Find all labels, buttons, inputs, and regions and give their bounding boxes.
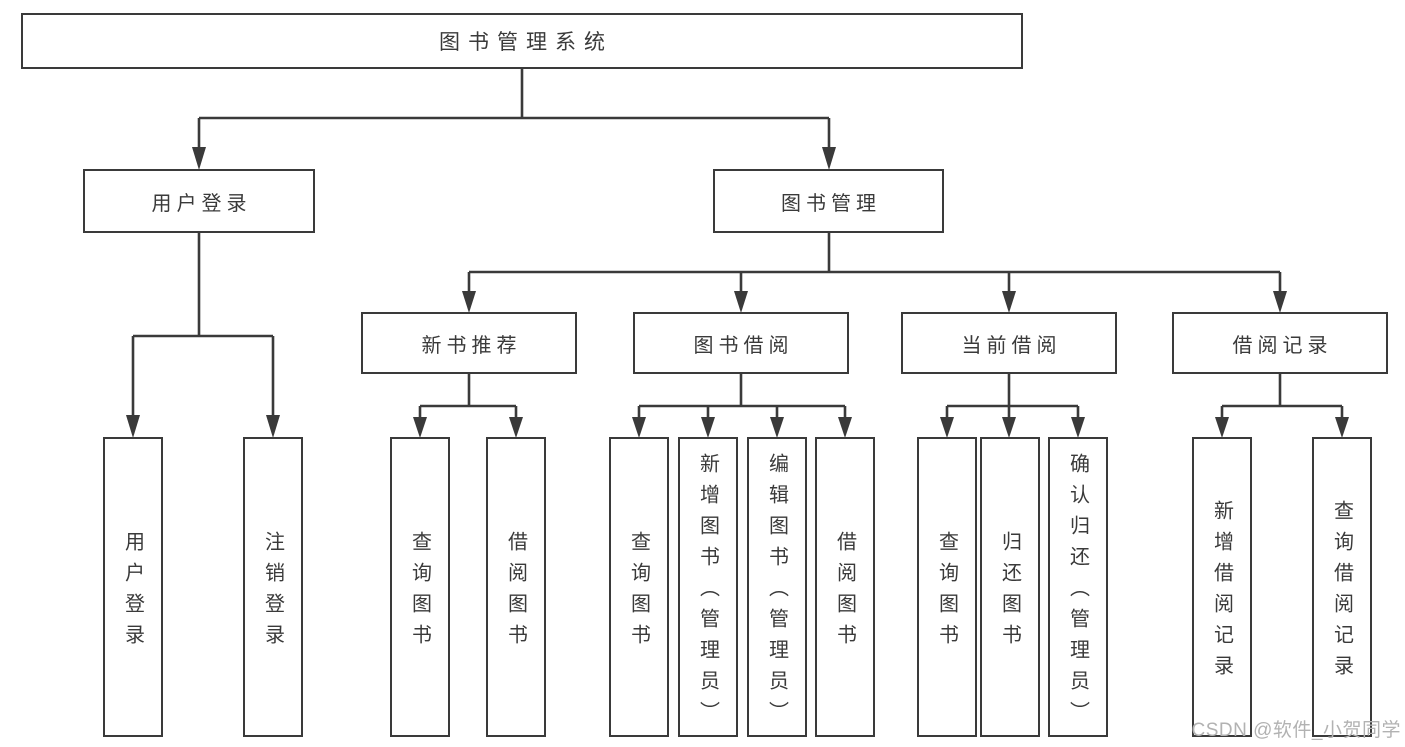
leaf-add-borrow-record: 新增借阅记录 [1192, 437, 1252, 737]
leaf-logout-label: 注销登录 [261, 530, 284, 655]
leaf-confirm-return-admin: 确认归还（管理员） [1048, 437, 1108, 737]
node-book-mgmt-label: 图书管理 [781, 192, 881, 215]
leaf-return-book-label: 归还图书 [998, 530, 1021, 655]
node-book-mgmt: 图书管理 [713, 169, 944, 233]
connector-book-mgmt-to-level3 [462, 233, 1287, 313]
leaf-query-book-1-label: 查询图书 [408, 530, 431, 655]
leaf-return-book: 归还图书 [980, 437, 1040, 737]
leaf-add-book-admin-label: 新增图书（管理员） [696, 453, 719, 732]
leaf-borrow-book-1-label: 借阅图书 [504, 530, 527, 655]
arrowhead [1002, 291, 1016, 313]
leaf-confirm-return-admin-label: 确认归还（管理员） [1066, 453, 1089, 732]
arrowhead [632, 417, 646, 438]
arrowhead [701, 417, 715, 438]
leaf-query-book-1: 查询图书 [390, 437, 450, 737]
arrowhead [1335, 417, 1349, 438]
leaf-borrow-book-2-label: 借阅图书 [833, 530, 856, 655]
leaf-borrow-book-1: 借阅图书 [486, 437, 546, 737]
leaf-edit-book-admin: 编辑图书（管理员） [747, 437, 807, 737]
arrowhead [838, 417, 852, 438]
leaf-user-login: 用户登录 [103, 437, 163, 737]
leaf-edit-book-admin-label: 编辑图书（管理员） [765, 453, 788, 732]
arrowhead [1273, 291, 1287, 313]
connector-borrow-records-children [1215, 374, 1349, 438]
connector-root-to-level2 [192, 69, 836, 170]
leaf-query-book-2: 查询图书 [609, 437, 669, 737]
node-user-login-label: 用户登录 [151, 192, 252, 215]
connector-new-book-rec-children [413, 374, 523, 438]
node-book-borrow-label: 图书借阅 [693, 334, 794, 357]
arrowhead [413, 417, 427, 438]
node-root-label: 图书管理系统 [439, 31, 613, 54]
leaf-query-borrow-record: 查询借阅记录 [1312, 437, 1372, 737]
node-current-borrow: 当前借阅 [901, 312, 1117, 374]
node-user-login: 用户登录 [83, 169, 315, 233]
leaf-logout: 注销登录 [243, 437, 303, 737]
leaf-query-book-3-label: 查询图书 [935, 530, 958, 655]
node-new-book-rec-label: 新书推荐 [421, 334, 522, 357]
leaf-add-borrow-record-label: 新增借阅记录 [1210, 499, 1233, 686]
leaf-query-book-2-label: 查询图书 [627, 530, 650, 655]
arrowhead [1002, 417, 1016, 438]
csdn-watermark: CSDN @软件_小贺同学 [1191, 720, 1401, 741]
arrowhead [126, 415, 140, 438]
node-borrow-records-label: 借阅记录 [1232, 334, 1333, 357]
node-current-borrow-label: 当前借阅 [961, 334, 1062, 357]
node-root: 图书管理系统 [21, 13, 1023, 69]
leaf-borrow-book-2: 借阅图书 [815, 437, 875, 737]
arrowhead [266, 415, 280, 438]
node-new-book-rec: 新书推荐 [361, 312, 577, 374]
arrowhead [1215, 417, 1229, 438]
arrowhead [770, 417, 784, 438]
arrowhead [462, 291, 476, 313]
connector-user-login-children [126, 233, 280, 438]
arrowhead [509, 417, 523, 438]
leaf-query-book-3: 查询图书 [917, 437, 977, 737]
connector-book-borrow-children [632, 374, 852, 438]
leaf-query-borrow-record-label: 查询借阅记录 [1330, 499, 1353, 686]
node-borrow-records: 借阅记录 [1172, 312, 1388, 374]
leaf-add-book-admin: 新增图书（管理员） [678, 437, 738, 737]
arrowhead [734, 291, 748, 313]
node-book-borrow: 图书借阅 [633, 312, 849, 374]
arrowhead [940, 417, 954, 438]
connector-current-borrow-children [940, 374, 1085, 438]
leaf-user-login-label: 用户登录 [121, 530, 144, 655]
arrowhead [1071, 417, 1085, 438]
arrowhead [192, 147, 206, 170]
arrowhead [822, 147, 836, 170]
